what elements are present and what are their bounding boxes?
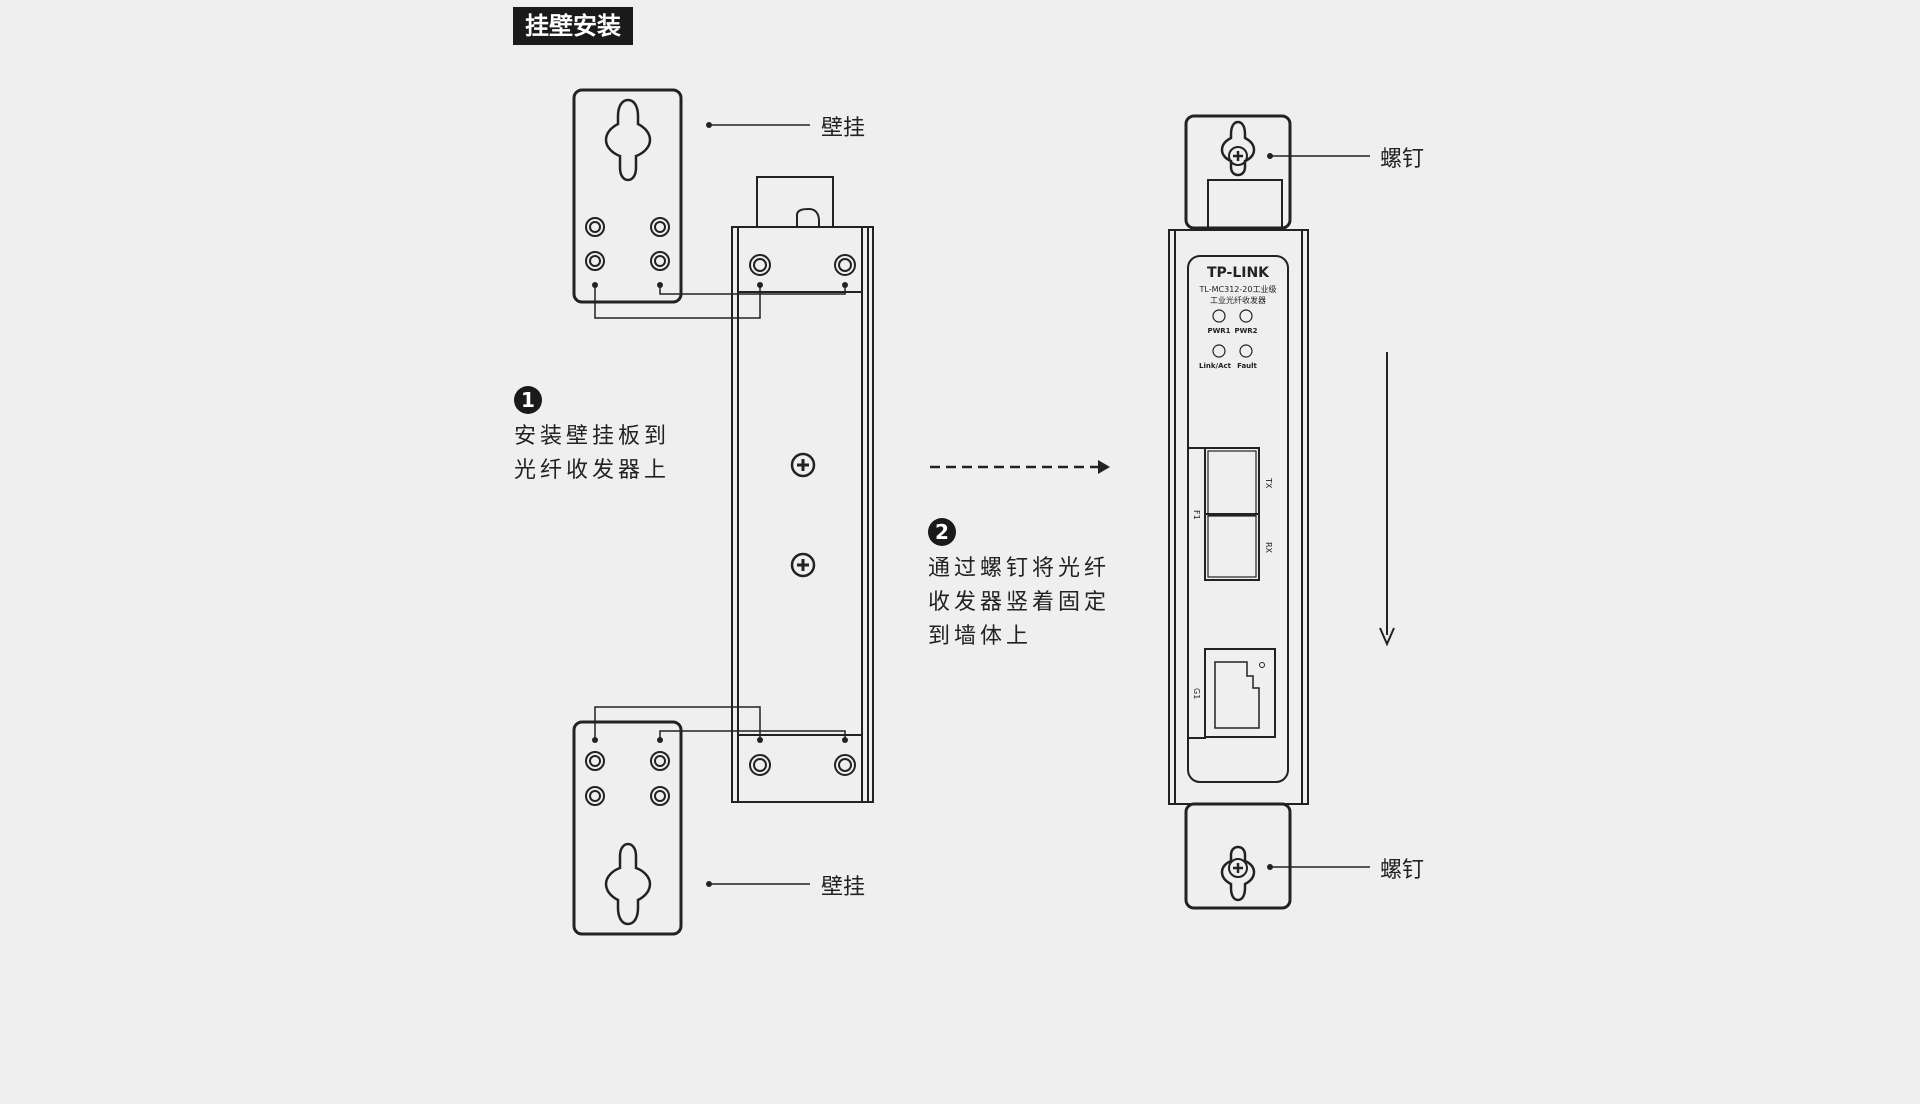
screw-label-bottom: 螺钉 — [1380, 858, 1425, 883]
led-link-label: Link/Act — [1199, 362, 1232, 370]
step-1-badge: 1 — [514, 386, 542, 414]
port-rx-label: RX — [1264, 542, 1273, 554]
device-brand: TP-LINK — [1207, 265, 1270, 281]
step-2-badge: 2 — [928, 518, 956, 546]
wall-bracket-bottom — [572, 720, 683, 936]
step-2-text: 通过螺钉将光纤 收发器竖着固定 到墙体上 — [928, 556, 1111, 649]
step-2: 2 通过螺钉将光纤 收发器竖着固定 到墙体上 — [928, 518, 1110, 654]
connector-lines-bottom — [594, 706, 846, 740]
device-subtitle: 工业光纤收发器 — [1210, 295, 1266, 305]
down-arrow — [1379, 352, 1395, 647]
dashed-arrow — [930, 460, 1110, 474]
wall-mount-label-bottom: 壁挂 — [821, 875, 866, 900]
wall-mount-label-top: 壁挂 — [821, 116, 866, 141]
port-tx-label: TX — [1264, 477, 1273, 489]
led-fault-label: Fault — [1237, 362, 1257, 370]
led-pwr1-label: PWR1 — [1207, 327, 1230, 335]
wall-bracket-top — [572, 88, 683, 304]
screw-label-top: 螺钉 — [1380, 147, 1425, 172]
step-1: 1 安装壁挂板到 光纤收发器上 — [514, 386, 670, 488]
device-front-view — [1168, 114, 1309, 910]
step-1-text: 安装壁挂板到 光纤收发器上 — [514, 424, 671, 483]
led-pwr2-label: PWR2 — [1234, 327, 1257, 335]
page-title: 挂壁安装 — [513, 7, 633, 45]
connector-lines-top — [594, 285, 846, 319]
device-model: TL-MC312-20工业级 — [1199, 284, 1277, 294]
port-f1-label: F1 — [1192, 510, 1201, 520]
port-g1-label: G1 — [1192, 688, 1201, 699]
device-back-view — [731, 176, 874, 803]
